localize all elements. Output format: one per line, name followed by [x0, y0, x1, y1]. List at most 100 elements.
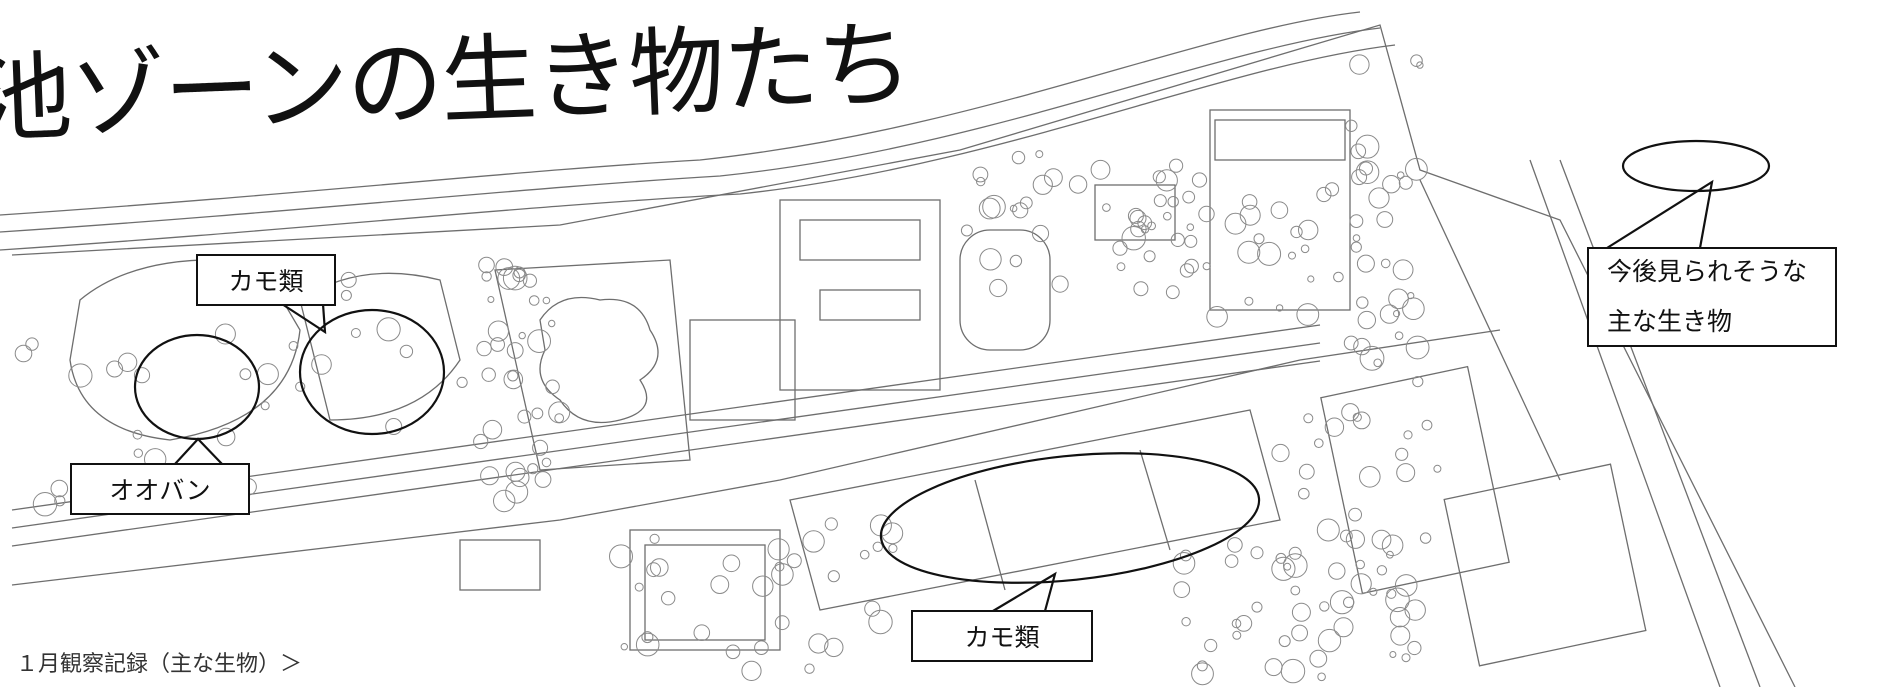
tree-symbol [1405, 335, 1430, 360]
tree-symbol [649, 533, 660, 544]
tree-symbol [1329, 590, 1355, 615]
building [459, 539, 541, 591]
tree-symbol [635, 632, 660, 657]
tree-symbol [1349, 214, 1364, 229]
tree-symbol [1298, 487, 1310, 500]
tree-symbol [1147, 221, 1156, 231]
tree-symbol [1182, 190, 1196, 204]
tree-symbol [1011, 150, 1026, 165]
tree-symbol [497, 267, 521, 290]
tree-symbol [481, 271, 492, 282]
tree-symbol [1170, 232, 1185, 247]
tree-symbol [774, 615, 790, 631]
tree-symbol [507, 370, 519, 382]
tree-symbol [522, 273, 538, 288]
annotation-ellipse-ooban [133, 333, 261, 441]
tree-symbol [1140, 225, 1150, 234]
tree-symbol [480, 466, 500, 486]
tree-symbol [1328, 562, 1346, 580]
tree-symbol [1244, 296, 1254, 306]
tree-symbol [1143, 250, 1156, 263]
tree-symbol [1167, 196, 1179, 208]
tree-symbol [827, 570, 840, 583]
tree-symbol [534, 471, 552, 488]
tree-symbol [1172, 552, 1196, 575]
tree-symbol [710, 575, 730, 594]
tree-symbol [1232, 630, 1242, 640]
tree-symbol [960, 224, 973, 237]
tree-symbol [1410, 54, 1423, 68]
tree-symbol [1352, 412, 1362, 422]
tree-symbol [1032, 174, 1053, 195]
tree-symbol [1283, 562, 1292, 571]
tree-symbol [1386, 550, 1394, 559]
tree-symbol [1390, 625, 1411, 646]
callout-label: オオバン [109, 476, 211, 505]
tree-symbol [1186, 223, 1195, 231]
building [1094, 184, 1176, 241]
building [1320, 365, 1510, 595]
tree-symbol [502, 265, 528, 291]
tree-symbol [487, 296, 495, 303]
callout-label: カモ類 [964, 623, 1040, 652]
tree-symbol [1153, 194, 1167, 208]
tree-symbol [1405, 157, 1428, 181]
tree-symbol [1112, 240, 1128, 256]
tree-symbol [256, 363, 279, 386]
tree-symbol [1224, 554, 1239, 568]
tree-symbol [1019, 196, 1033, 210]
tree-symbol [1340, 529, 1353, 543]
tree-symbol [1355, 559, 1365, 570]
tree-symbol [527, 463, 539, 475]
tree-symbol [542, 296, 551, 305]
tree-symbol [725, 644, 741, 660]
tree-symbol [1352, 234, 1361, 242]
tree-symbol [1227, 537, 1243, 553]
tree-symbol [650, 558, 669, 577]
tree-symbol [1324, 182, 1340, 197]
tree-symbol [545, 379, 560, 395]
tree-symbol [1324, 417, 1345, 437]
tree-symbol [288, 341, 299, 351]
tree-symbol [1356, 254, 1375, 273]
pond-outline [299, 272, 461, 421]
tree-symbol [1404, 599, 1426, 621]
tree-symbol [554, 413, 565, 424]
tree-symbol [1357, 310, 1377, 330]
tree-symbol [1317, 672, 1326, 682]
tree-symbol [1350, 241, 1362, 253]
tree-symbol [808, 633, 829, 654]
tree-symbol [1351, 169, 1368, 186]
tree-symbol [517, 409, 532, 424]
tree-symbol [505, 480, 529, 504]
tree-symbol [1376, 211, 1394, 228]
tree-symbol [1035, 150, 1044, 159]
tree-symbol [476, 340, 492, 357]
tree-symbol [859, 549, 870, 560]
annotation-ellipse-kamo-top [298, 308, 446, 436]
tree-symbol [661, 591, 676, 606]
tree-symbol [1412, 376, 1424, 388]
tree-symbol [641, 631, 654, 644]
tree-symbol [1373, 358, 1382, 368]
tree-symbol [1394, 574, 1418, 597]
tree-symbol [1129, 209, 1147, 227]
tree-symbol [1290, 585, 1301, 596]
tree-symbol [50, 479, 69, 498]
tree-symbol [1296, 303, 1320, 326]
tree-symbol [239, 368, 252, 381]
tree-symbol [528, 295, 540, 306]
callout-label-line1: 今後見られそうな [1607, 257, 1808, 286]
bridge [1139, 449, 1171, 551]
river-bank-line [0, 44, 1396, 251]
tree-symbol [1270, 201, 1289, 219]
tree-symbol [767, 538, 790, 561]
tree-symbol [979, 248, 1002, 271]
site-boundary [11, 24, 1796, 687]
tree-symbol [54, 495, 66, 507]
tree-symbol [1317, 628, 1342, 653]
tree-symbol [864, 600, 881, 617]
tree-symbol [1291, 602, 1311, 622]
tree-symbol [106, 360, 124, 378]
tree-symbol [1379, 304, 1400, 324]
